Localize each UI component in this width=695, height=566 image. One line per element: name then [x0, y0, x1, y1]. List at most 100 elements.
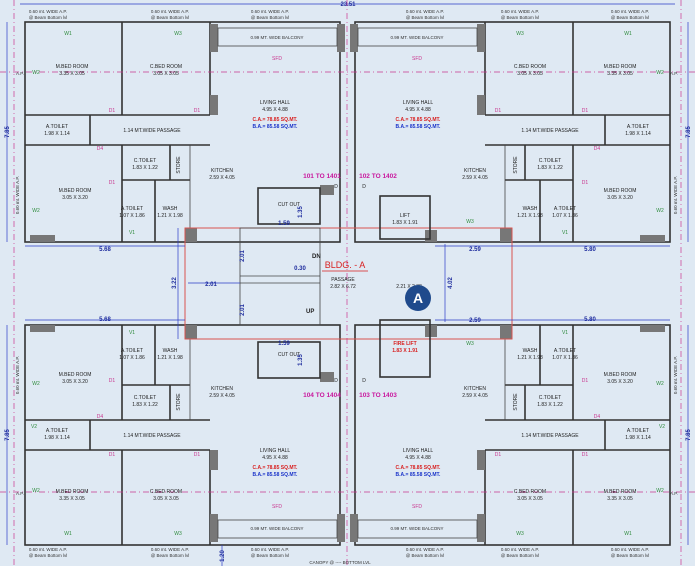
dim-785-right-bottom: 7.85	[686, 429, 692, 441]
beam-note-11b: @ Beam Bottom lvl	[501, 553, 540, 558]
lobby-size: 2.21 X 2.38	[396, 284, 422, 290]
svg-text:W2: W2	[32, 381, 40, 387]
br-atoilet-name: A.TOILET	[627, 428, 649, 434]
beam-note-3b: @ Beam Bottom lvl	[251, 15, 290, 20]
flat-range-top-right: 102 TO 1402	[359, 173, 397, 180]
bl-ba: B.A.= 85.58 SQ.MT.	[253, 472, 298, 478]
beam-note-1b: @ Beam Bottom lvl	[29, 15, 68, 20]
tl-kitchen-name: KITCHEN	[211, 168, 233, 174]
bl-passage-wide: 1.14 MT.WIDE PASSAGE	[123, 433, 181, 439]
tr-store: STORE	[513, 156, 519, 174]
columns	[30, 24, 665, 542]
building-name: BLDG. - A	[325, 260, 366, 270]
tr-mbed-mid-size: 3.05 X 3.20	[607, 195, 633, 201]
svg-text:W1: W1	[624, 531, 632, 537]
tr-passage-wide: 1.14 MT.WIDE PASSAGE	[521, 128, 579, 134]
dim-159-top: 1.59	[278, 221, 290, 227]
dim-120: 1.20	[220, 550, 226, 562]
tl-cbed-name: C.BED ROOM	[150, 64, 182, 70]
beam-note-7: 0.60 mt. WIDE A.P.	[29, 547, 67, 552]
svg-text:D1: D1	[194, 452, 201, 458]
bl-cbed-name: C.BED ROOM	[150, 489, 182, 495]
tr-atoilet-name: A.TOILET	[627, 124, 649, 130]
tl-atoilet-small-name: A.TOILET	[121, 206, 143, 212]
svg-text:D1: D1	[582, 108, 589, 114]
tl-passage-wide: 1.14 MT.WIDE PASSAGE	[123, 128, 181, 134]
tl-mbed-mid-size: 3.05 X 3.20	[62, 195, 88, 201]
flat-top-left-outline	[24, 21, 341, 243]
dim-580-bottom: 5.80	[584, 317, 596, 323]
svg-text:W3: W3	[516, 531, 524, 537]
tr-mbed-name: M.BED ROOM	[604, 64, 637, 70]
tl-ba: B.A.= 85.58 SQ.MT.	[253, 124, 298, 130]
cut-out-bottom	[257, 341, 321, 379]
bl-ctoilet-name: C.TOILET	[134, 395, 156, 401]
dim-030: 0.30	[294, 266, 306, 272]
svg-text:D1: D1	[109, 378, 116, 384]
bl-atoilet-small-name: A.TOILET	[121, 348, 143, 354]
beam-note-2: 0.60 mt. WIDE A.P.	[151, 9, 189, 14]
tr-wash-size: 1.21 X 1.98	[517, 213, 543, 219]
side-note-left-bottom: 0.60 mt. WIDE A.P.	[15, 356, 20, 394]
cut-out-top-label: CUT OUT	[278, 202, 300, 208]
svg-text:D: D	[362, 184, 366, 190]
br-mbed-name: M.BED ROOM	[604, 489, 637, 495]
br-mbed-mid-name: M.BED ROOM	[604, 372, 637, 378]
tr-ba: B.A.= 85.58 SQ.MT.	[396, 124, 441, 130]
beam-note-2b: @ Beam Bottom lvl	[151, 15, 190, 20]
br-mbed-mid-size: 3.05 X 3.20	[607, 379, 633, 385]
beam-note-1: 0.60 mt. WIDE A.P.	[29, 9, 67, 14]
svg-text:D1: D1	[495, 108, 502, 114]
svg-text:D4: D4	[594, 414, 601, 420]
tr-atoilet-small-size: 1.07 X 1.86	[552, 213, 578, 219]
svg-text:W2: W2	[656, 208, 664, 214]
bl-ca: C.A.= 78.85 SQ.MT.	[253, 465, 298, 471]
bl-balcony: 0.99 MT. WIDE BALCONY	[250, 526, 303, 531]
beam-note-5: 0.60 mt. WIDE A.P.	[501, 9, 539, 14]
br-atoilet-small-size: 1.07 X 1.86	[552, 355, 578, 361]
bl-mbed-size: 3.35 X 3.05	[59, 496, 85, 502]
tr-ctoilet-size: 1.83 X 1.22	[537, 165, 563, 171]
beam-note-9: 0.60 mt. WIDE A.P.	[251, 547, 289, 552]
svg-text:W3: W3	[516, 31, 524, 37]
svg-text:W1: W1	[64, 31, 72, 37]
svg-text:D1: D1	[109, 108, 116, 114]
wing-marker	[405, 285, 431, 311]
dim-135-top: 1.35	[298, 206, 304, 218]
flat-range-top-left: 101 TO 1401	[303, 173, 341, 180]
beam-note-12b: @ Beam Bottom lvl	[611, 553, 650, 558]
beam-note-12: 0.60 mt. WIDE A.P.	[611, 547, 649, 552]
dim-201-stair-top: 2.01	[240, 250, 246, 262]
tr-mbed-size: 3.35 X 3.05	[607, 71, 633, 77]
br-store: STORE	[513, 393, 519, 411]
svg-text:V1: V1	[129, 330, 135, 336]
svg-text:W2: W2	[32, 70, 40, 76]
ap-tag-right-top: A.P.	[670, 71, 678, 76]
bl-living-name: LIVING HALL	[260, 448, 291, 454]
lift-shaft	[379, 195, 431, 240]
svg-text:W3: W3	[174, 531, 182, 537]
svg-text:SFD: SFD	[412, 504, 422, 510]
tl-ctoilet-name: C.TOILET	[134, 158, 156, 164]
dim-159-bottom: 1.59	[278, 341, 290, 347]
dim-201-stair-bottom: 2.01	[240, 304, 246, 316]
beam-note-4b: @ Beam Bottom lvl	[406, 15, 445, 20]
svg-text:V1: V1	[562, 230, 568, 236]
tr-wash-name: WASH	[523, 206, 538, 212]
stair-up: UP	[306, 309, 314, 315]
bl-living-size: 4.95 X 4.88	[262, 455, 288, 461]
bl-atoilet-size: 1.98 X 1.14	[44, 435, 70, 441]
svg-text:W3: W3	[174, 31, 182, 37]
passage-name: PASSAGE	[331, 277, 355, 283]
svg-text:SFD: SFD	[412, 56, 422, 62]
svg-text:V2: V2	[31, 424, 37, 430]
side-note-left-top: 0.60 mt. WIDE A.P.	[15, 176, 20, 214]
beam-note-9b: @ Beam Bottom lvl	[251, 553, 290, 558]
bl-ctoilet-size: 1.83 X 1.22	[132, 402, 158, 408]
dim-785-left-bottom: 7.85	[5, 429, 11, 441]
dim-580-top: 5.80	[584, 247, 596, 253]
beam-note-6: 0.60 mt. WIDE A.P.	[611, 9, 649, 14]
